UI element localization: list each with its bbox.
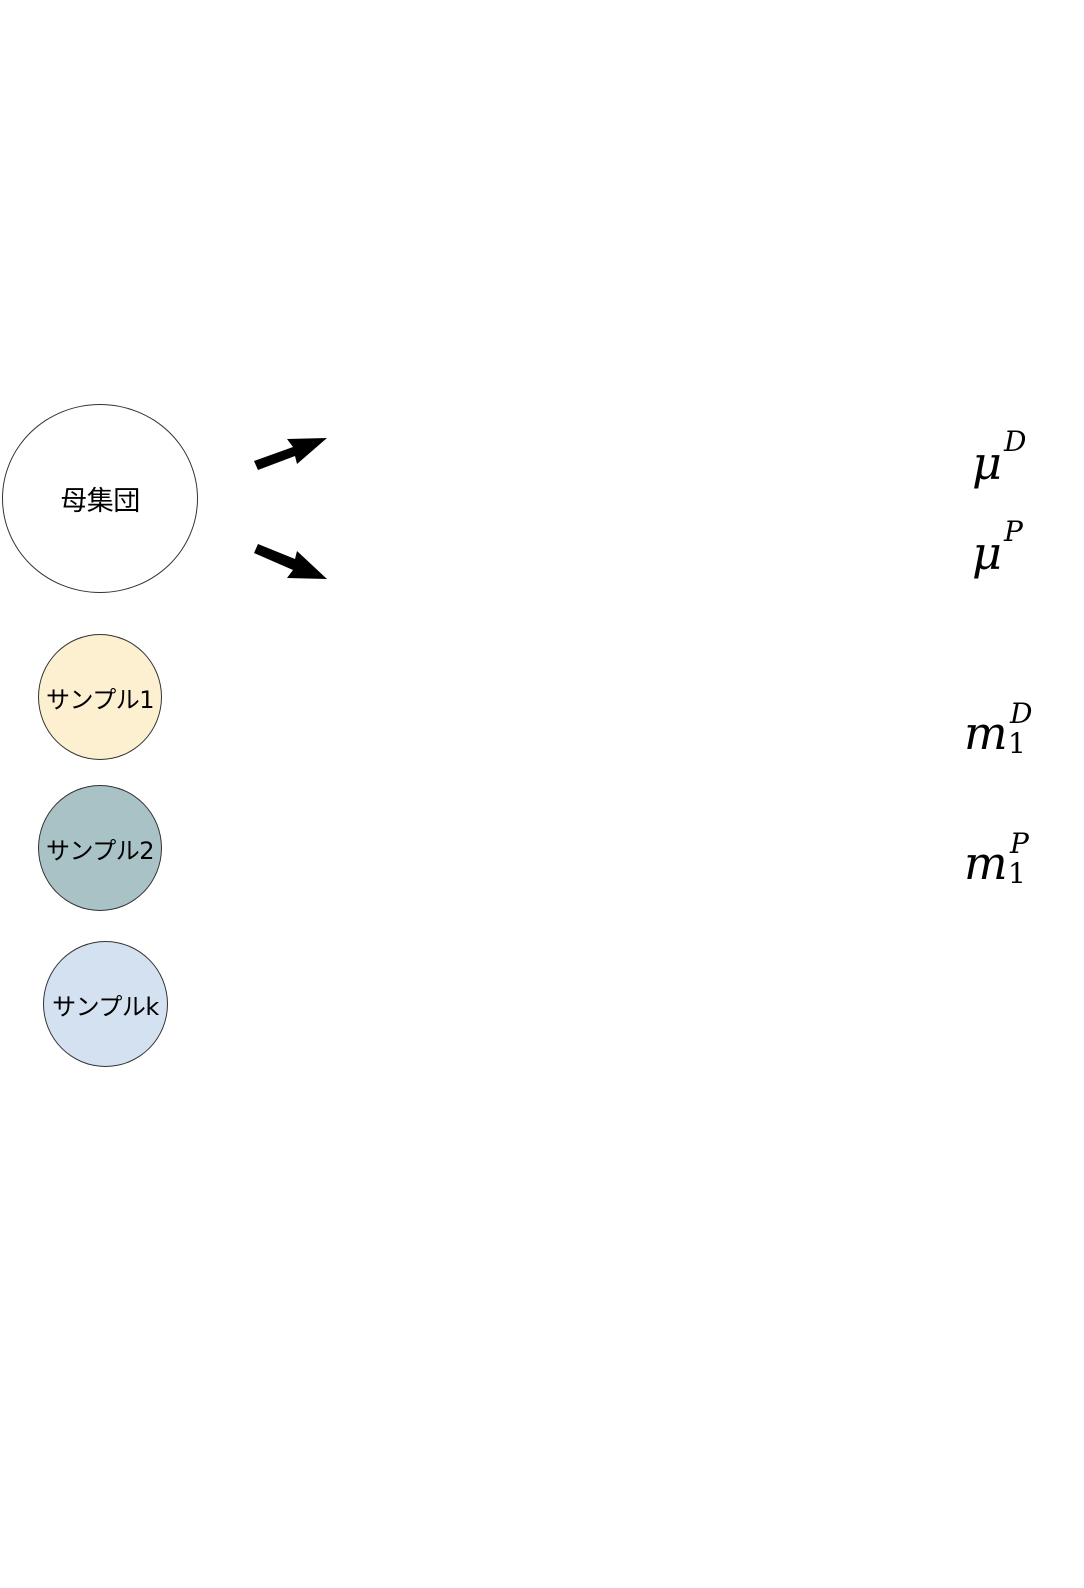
arrow-down-right-icon (254, 544, 327, 579)
symbol-mu-d-sup: D (1004, 425, 1027, 458)
symbol-m1-p-sup: P (1010, 827, 1029, 860)
symbol-mu-p-sup: P (1004, 515, 1023, 548)
symbol-m1-d-sub: 1 (1008, 727, 1026, 760)
symbol-m1-d: m D 1 (964, 700, 1032, 758)
sample-2-label: サンプル2 (45, 836, 155, 865)
sample-2-node: サンプル2 (38, 785, 162, 911)
population-node: 母集団 (2, 404, 198, 593)
sample-1-node: サンプル1 (38, 634, 162, 760)
sample-1-label: サンプル1 (45, 685, 155, 714)
population-label: 母集団 (60, 486, 140, 517)
symbol-m1-p: m P 1 (964, 830, 1029, 888)
sample-k-node: サンプルk (43, 941, 168, 1067)
symbol-mu-p-base: μ (972, 526, 1002, 580)
symbol-mu-p: μ P (972, 518, 1023, 577)
symbol-m1-p-sub: 1 (1008, 857, 1026, 890)
symbol-m1-d-base: m (964, 706, 1008, 760)
symbol-m1-d-sup: D (1010, 697, 1033, 730)
symbol-mu-d: μ D (972, 428, 1026, 487)
symbol-m1-p-base: m (964, 836, 1008, 890)
symbol-mu-d-base: μ (972, 436, 1002, 490)
sample-k-label: サンプルk (52, 992, 159, 1021)
arrow-up-right-icon (254, 438, 327, 470)
